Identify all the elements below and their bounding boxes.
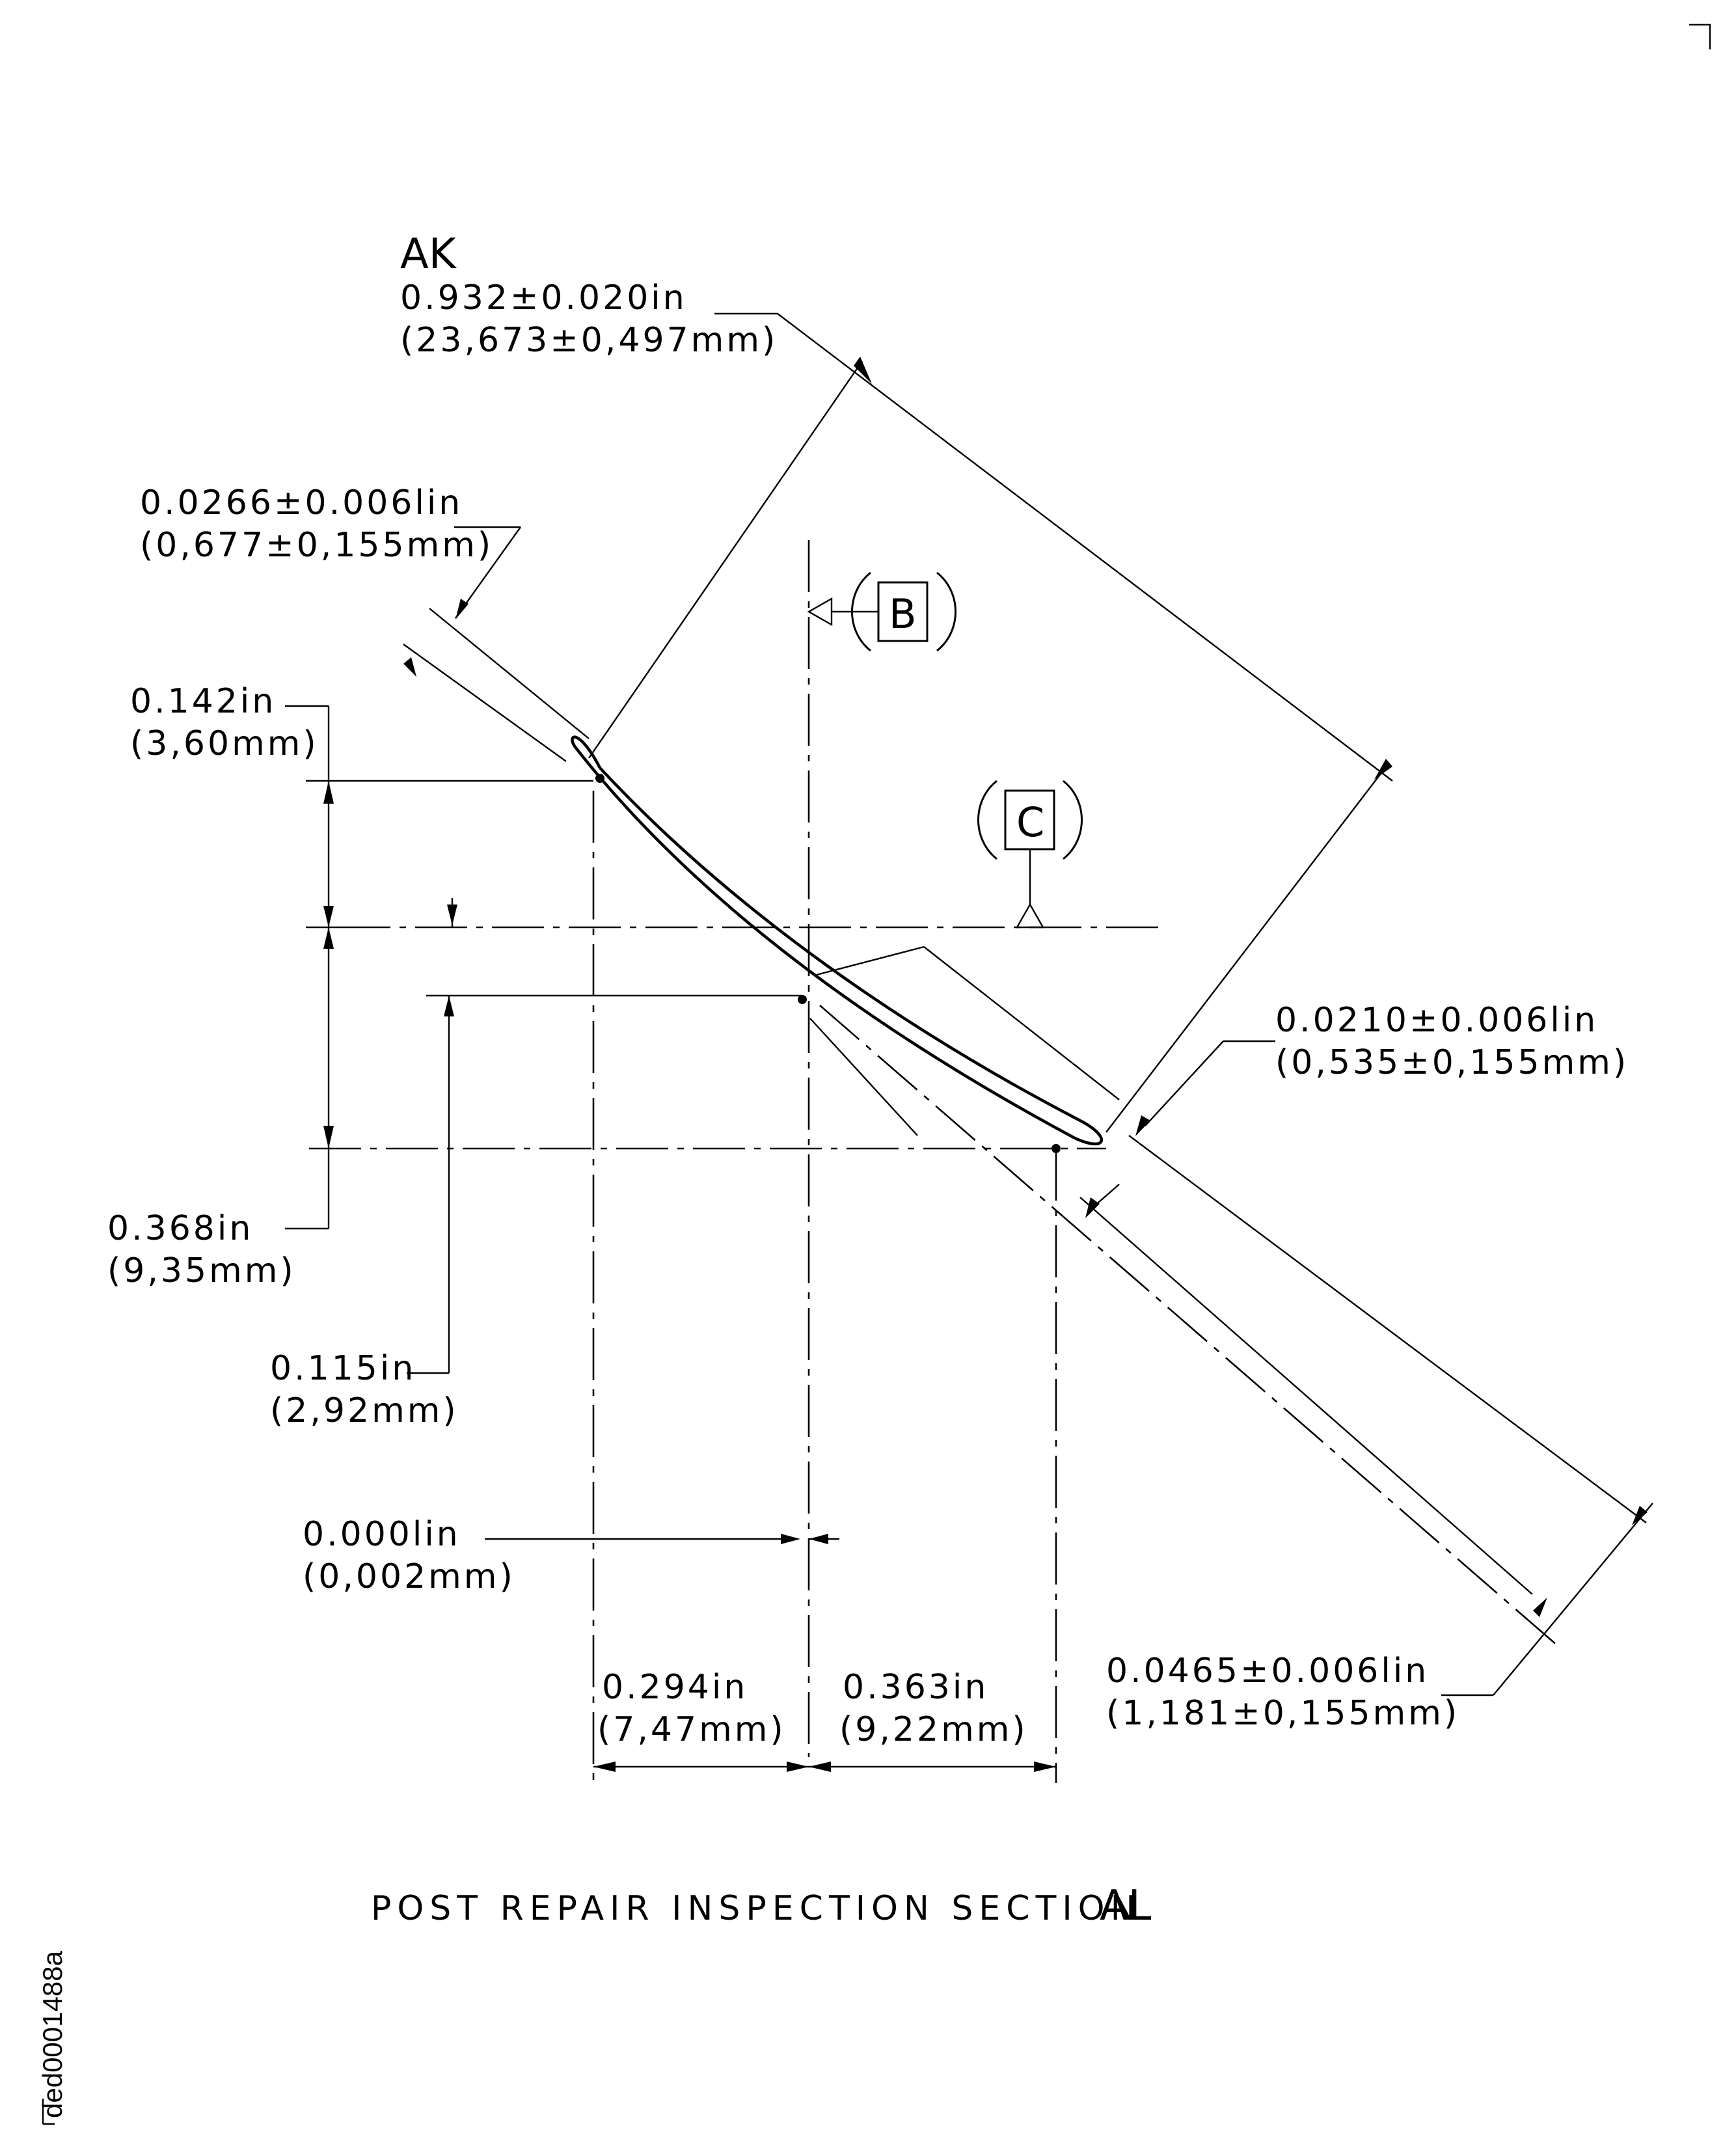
upper-height-inch: 0.142in (130, 682, 276, 721)
upper-datum-point (595, 774, 604, 783)
right-span-inch: 0.363in (843, 1668, 988, 1707)
lower-datum-point (1051, 1144, 1061, 1153)
height-arrow-bottom (323, 1126, 334, 1149)
lower-thk-dim-line (1493, 1503, 1653, 1696)
mid-thk-ext-b (923, 946, 1120, 1100)
total-height-mm: (9,35mm) (107, 1251, 296, 1290)
lower-thk-ext-b (1079, 1197, 1533, 1595)
width-arrow-upper (854, 357, 872, 384)
upper-thk-inch: 0.0266±0.006lin (140, 483, 463, 523)
right-span-mm: (9,22mm) (839, 1710, 1028, 1749)
upper-thk-mm: (0,677±0,155mm) (140, 526, 493, 565)
section-view-label: AK (400, 230, 457, 279)
span-arrow-left (593, 1762, 616, 1772)
width-dim-inch: 0.932±0.020in (400, 279, 687, 318)
part-outline-outer (574, 746, 1075, 1139)
mid-thk-leader (1145, 1041, 1224, 1126)
mid-thk-inch: 0.0210±0.006lin (1275, 1001, 1598, 1040)
small-offset-arrow (447, 905, 457, 925)
center-offset-inch: 0.000lin (303, 1515, 461, 1554)
lower-thk-mm: (1,181±0,155mm) (1106, 1694, 1459, 1733)
datum-b-triangle (807, 597, 833, 627)
datum-c-paren-right (1063, 780, 1083, 860)
span-arrow-right (1034, 1762, 1056, 1772)
lower-thk-arrow-a (1632, 1506, 1648, 1525)
mid-thk-mm: (0,535±0,155mm) (1275, 1043, 1629, 1082)
upper-thk-arrow-b (403, 657, 416, 677)
caption-section: AL (1100, 1882, 1152, 1930)
span-arrow-mid-l (787, 1762, 809, 1772)
center-offset-mm: (0,002mm) (303, 1557, 515, 1596)
mid-thk-ext-c (809, 1018, 918, 1136)
part-outline-inner (599, 767, 1081, 1122)
mid-height-inch: 0.115in (270, 1349, 416, 1388)
datum-c-label: C (1016, 798, 1044, 846)
mid-height-arrow (444, 996, 454, 1016)
caption-text: POST REPAIR INSPECTION SECTION (371, 1889, 1142, 1928)
center-datum-point (798, 995, 807, 1004)
height-arrow-top (323, 781, 334, 804)
center-offset-arrow-a (781, 1534, 800, 1544)
datum-c-paren-left (977, 780, 997, 860)
upper-thk-ext-b (403, 644, 567, 762)
width-dimension-line (777, 313, 1393, 782)
span-arrow-mid-r (809, 1762, 831, 1772)
figure-id: ded0001488a (37, 1950, 68, 2118)
width-extension-lower (1105, 770, 1383, 1133)
center-diagonal-line (819, 1005, 1559, 1647)
height-arrow-mid-up (323, 906, 334, 927)
width-dim-mm: (23,673±0,497mm) (400, 321, 778, 360)
mid-thk-ext-a (816, 946, 925, 976)
width-arrow-lower (1374, 759, 1392, 780)
upper-thk-ext-a (429, 608, 590, 739)
lower-thk-ext-a (1128, 1135, 1647, 1523)
datum-c-triangle (1015, 903, 1045, 929)
lower-thk-arrow-b (1533, 1598, 1547, 1617)
mid-thk-arrow (1135, 1115, 1150, 1136)
upper-height-mm: (3,60mm) (130, 724, 319, 763)
datum-b-paren-right (936, 571, 956, 652)
upper-thk-arrow-a (455, 599, 468, 619)
left-span-mm: (7,47mm) (597, 1710, 786, 1749)
part-leading-edge (571, 735, 601, 769)
height-arrow-mid-down (323, 927, 334, 949)
mid-thk-lower-arrow (1085, 1197, 1100, 1218)
part-trailing-edge (1073, 1119, 1103, 1145)
datum-b-label: B (889, 590, 917, 638)
corner-mark (1689, 23, 1711, 49)
left-span-inch: 0.294in (602, 1668, 748, 1707)
mid-height-mm: (2,92mm) (270, 1391, 459, 1430)
total-height-inch: 0.368in (107, 1209, 253, 1248)
lower-thk-inch: 0.0465±0.006lin (1106, 1652, 1429, 1691)
width-extension-upper (588, 361, 863, 759)
center-offset-arrow-b (809, 1534, 828, 1544)
